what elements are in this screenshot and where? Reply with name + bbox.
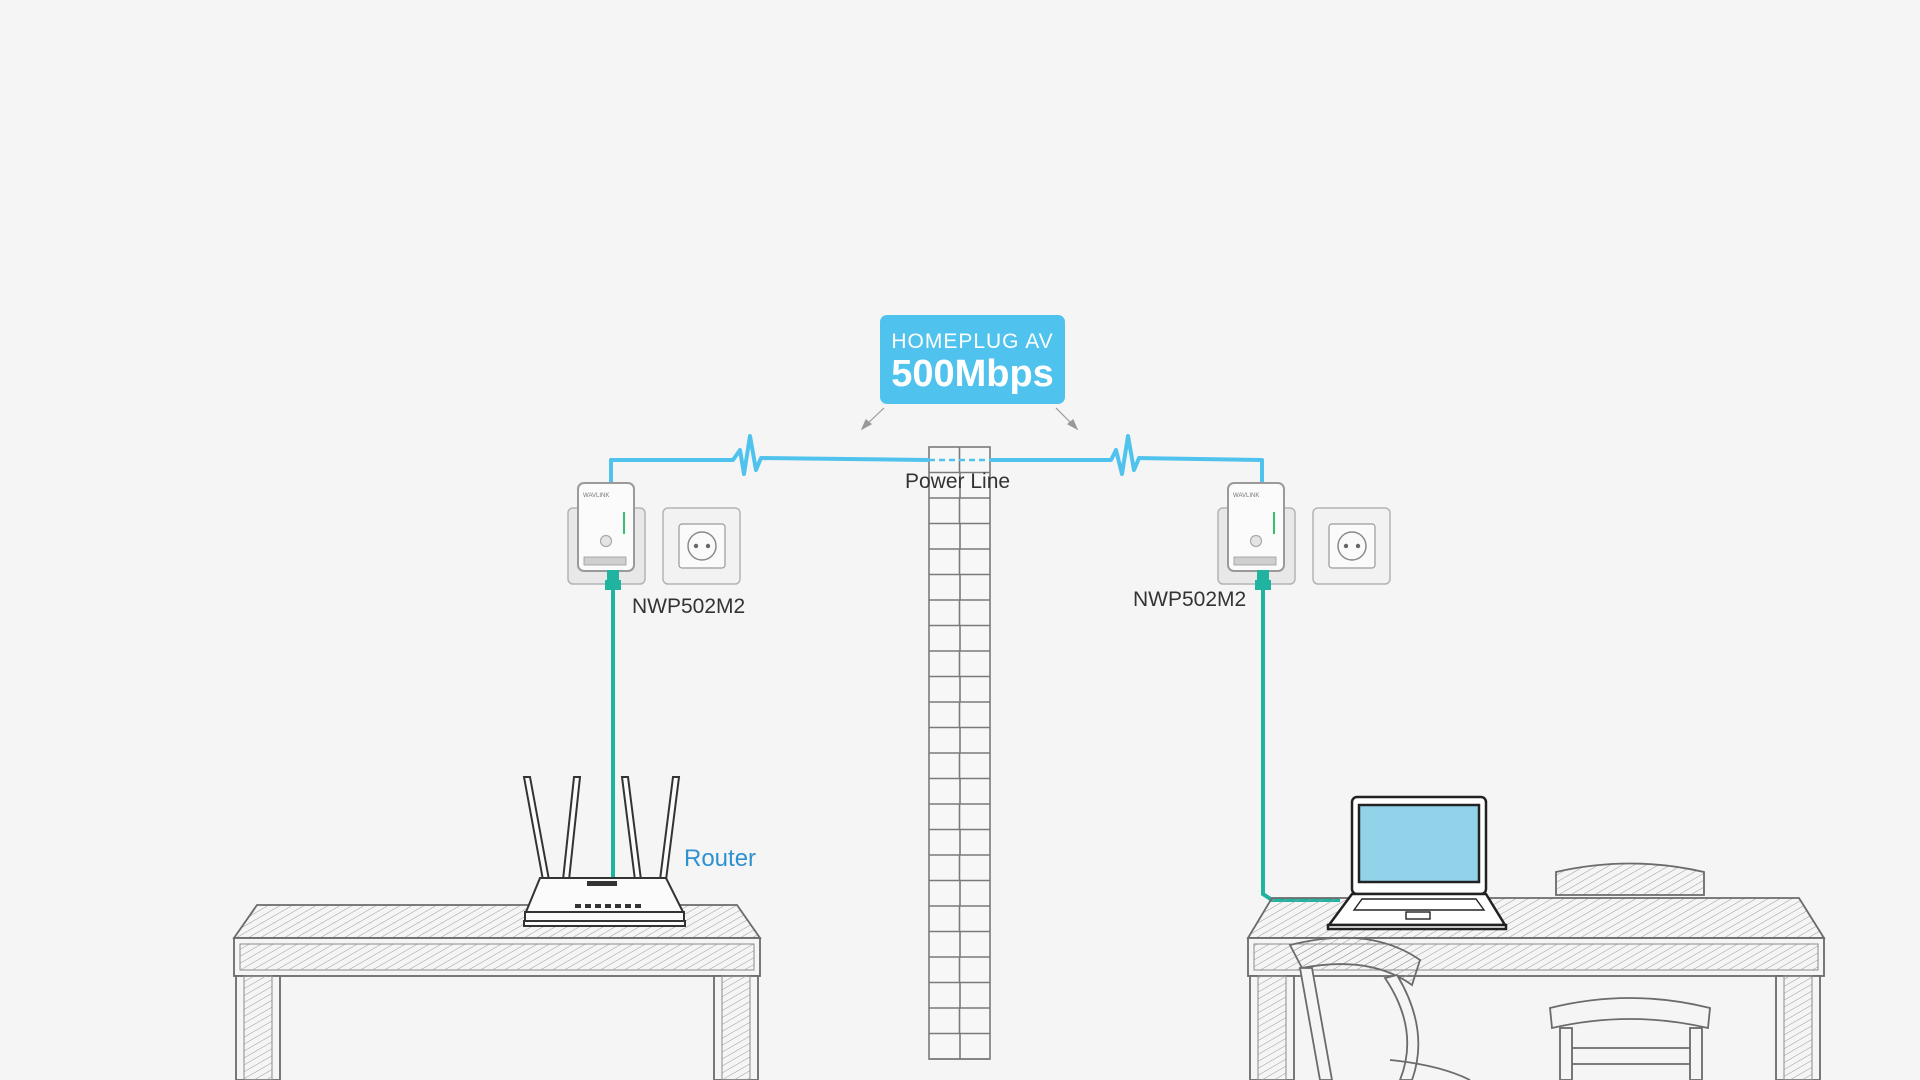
homeplug-speed-badge: HOMEPLUG AV 500Mbps [880,315,1065,404]
chair-front [1288,936,1471,1080]
router-antennas [522,776,681,881]
powerline-adapter-left: WAVLINK [567,482,646,590]
wall-socket-left [662,507,741,585]
powerline-adapter-right: WAVLINK [1217,482,1296,590]
adapter-right-label: NWP502M2 [1133,588,1247,611]
adapter-brand-label: WAVLINK [1233,493,1259,499]
brick-wall [928,446,991,1060]
router-ports [575,904,641,908]
laptop-screen [1357,803,1481,884]
laptop [1326,795,1508,931]
router [522,776,686,927]
wall-socket-right [1312,507,1391,585]
ethernet-cable-right [1261,585,1340,902]
router-label: Router [684,845,757,872]
chair-back [1549,862,1711,1080]
power-line [609,434,1264,484]
badge-arrow-left [860,407,885,431]
adapter-left-label: NWP502M2 [632,595,746,618]
badge-arrow-right [1055,407,1079,431]
badge-standard: HOMEPLUG AV [891,330,1054,353]
desk-left [232,904,762,1080]
power-line-label: Power Line [905,470,1011,493]
adapter-brand-label: WAVLINK [583,493,609,499]
badge-speed: 500Mbps [891,353,1054,395]
